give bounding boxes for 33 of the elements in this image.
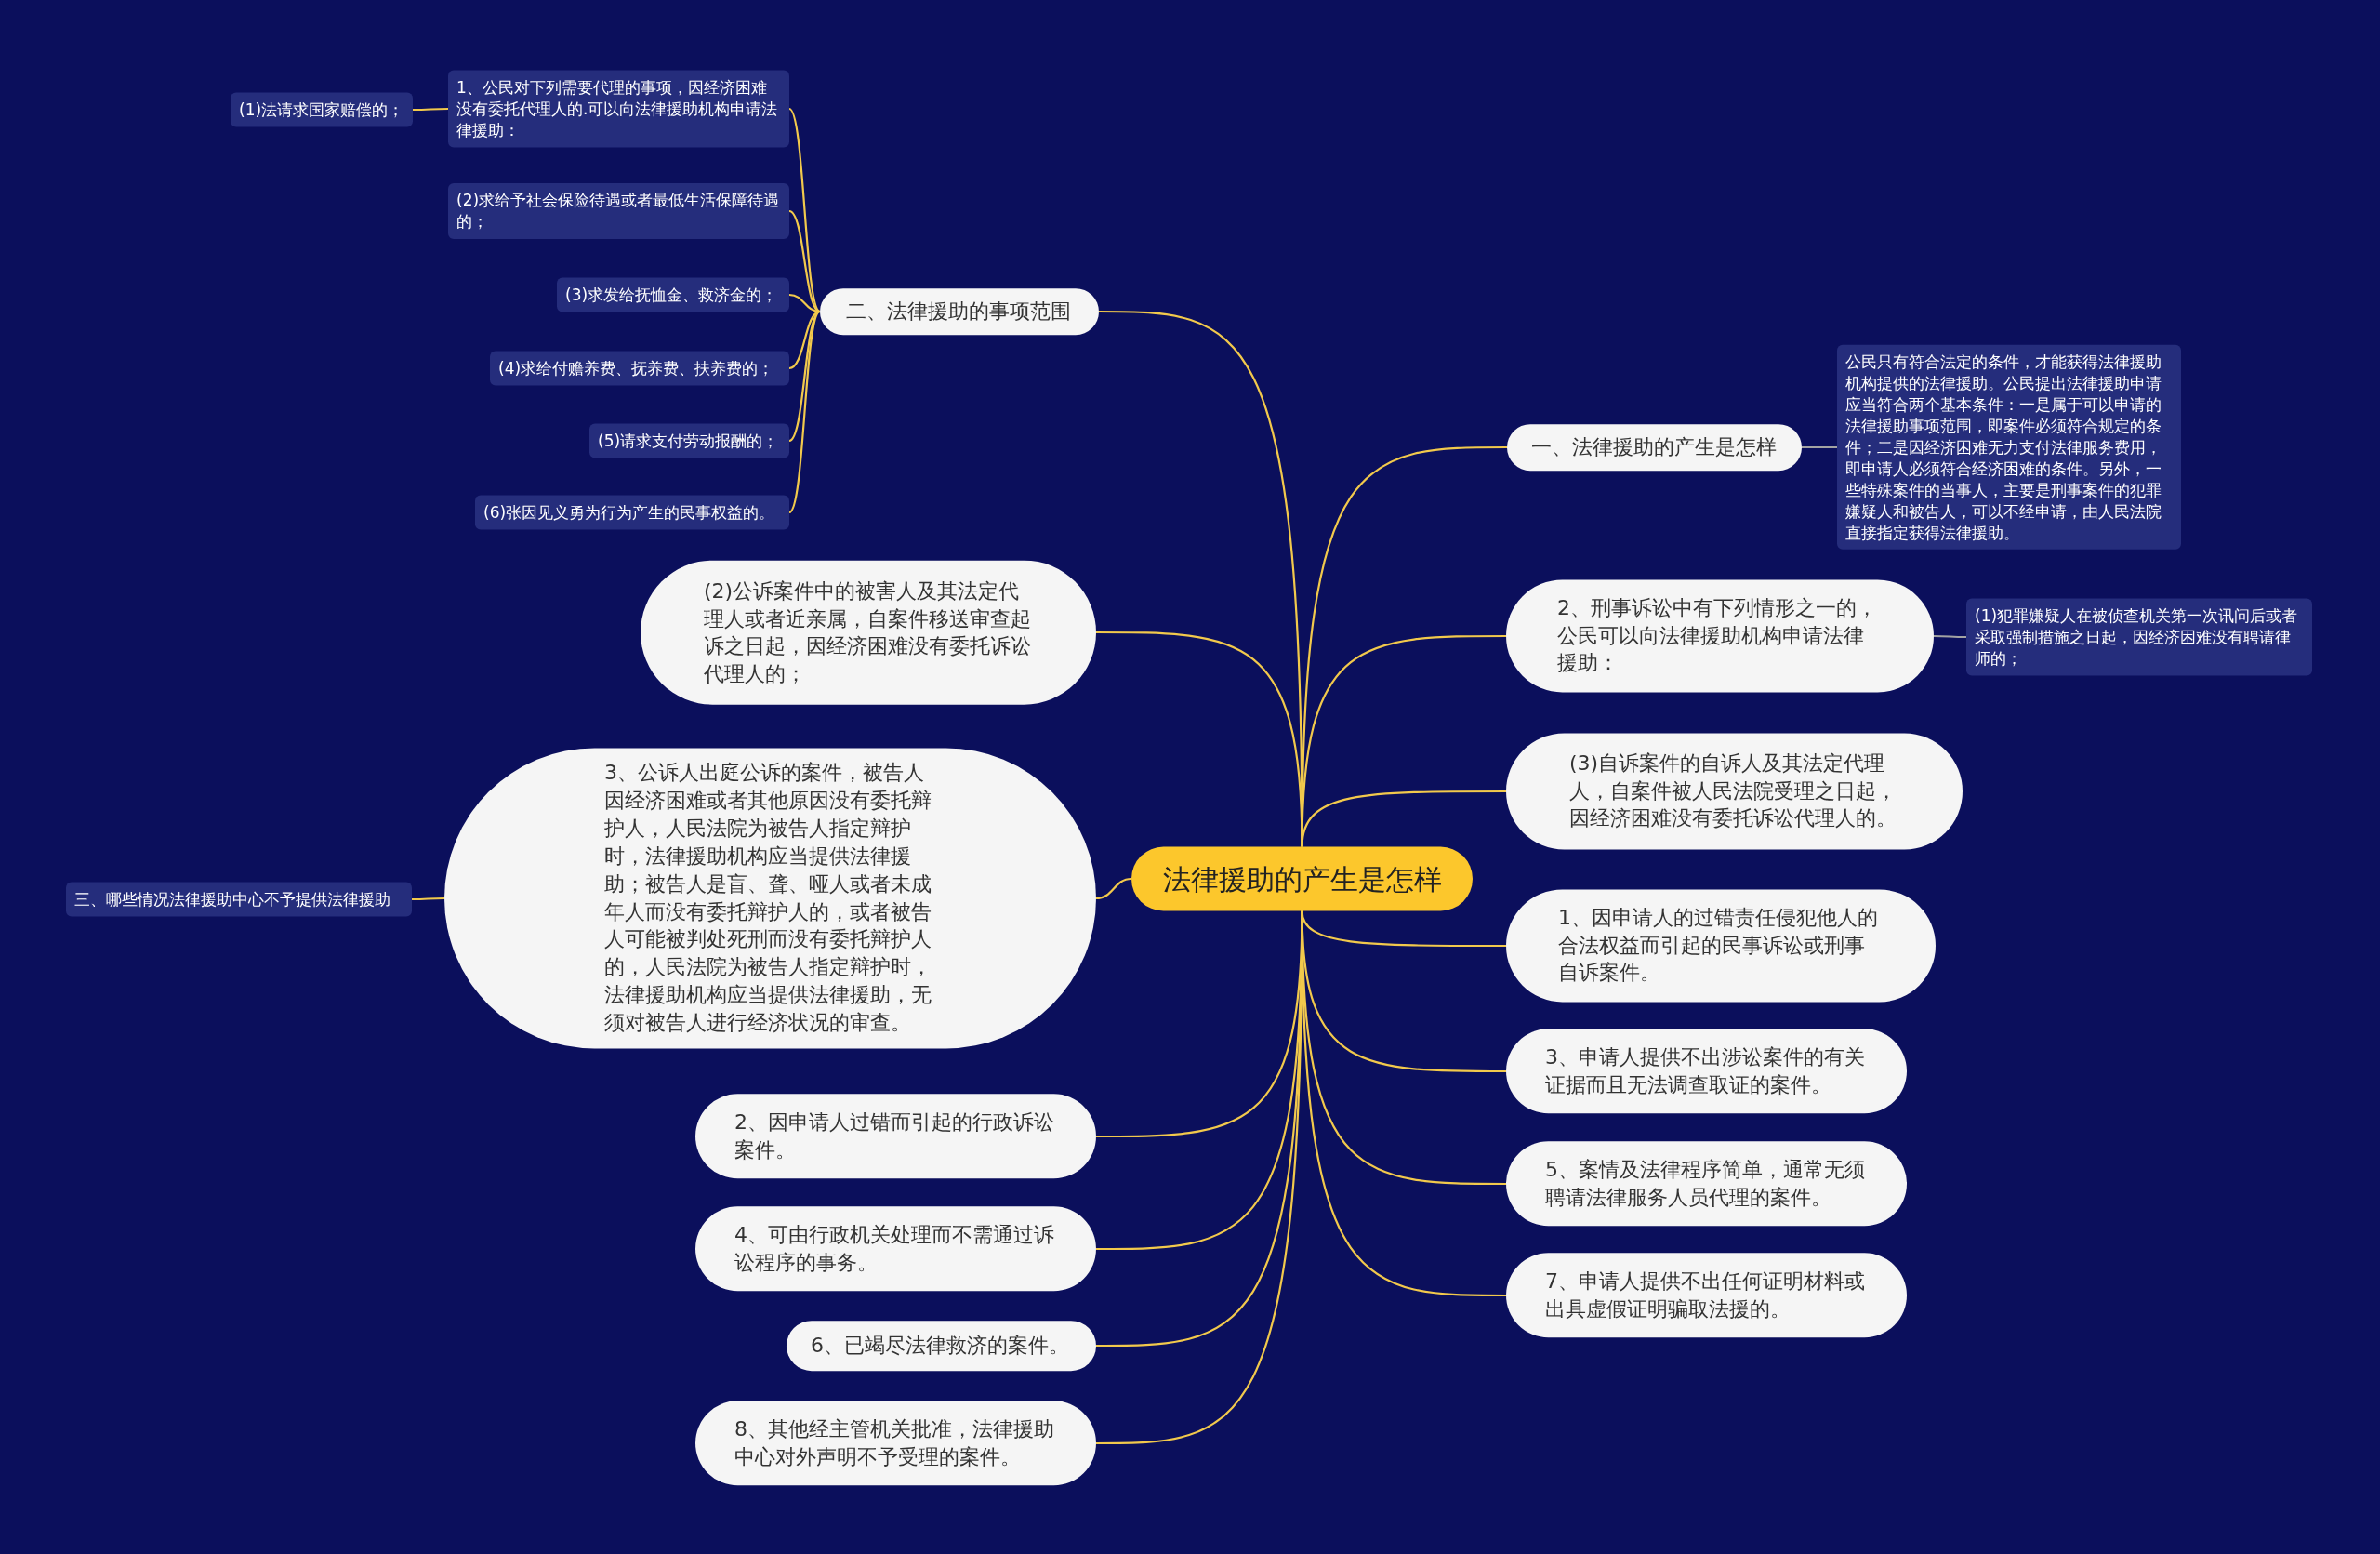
topic-pill: 一、法律援助的产生是怎样	[1507, 424, 1802, 471]
topic-pill: 5、案情及法律程序简单，通常无须聘请法律服务人员代理的案件。	[1506, 1141, 1907, 1227]
connector	[1095, 877, 1132, 900]
topic-pill: 6、已竭尽法律救济的案件。	[787, 1321, 1096, 1371]
connector	[1934, 634, 1966, 639]
note-box: (6)张因见义勇为行为产生的民事权益的。	[475, 495, 789, 530]
note-box: (5)请求支付劳动报酬的；	[589, 423, 789, 458]
topic-pill: 4、可由行政机关处理而不需通过诉讼程序的事务。	[695, 1206, 1096, 1292]
connector	[1802, 445, 1837, 449]
connector	[412, 897, 444, 901]
note-box: (4)求给付赡养费、抚养费、扶养费的；	[490, 351, 789, 386]
topic-pill: 3、申请人提供不出涉讼案件的有关证据而且无法调查取证的案件。	[1506, 1029, 1907, 1114]
topic-pill: 2、因申请人过错而引起的行政诉讼案件。	[695, 1094, 1096, 1179]
topic-pill: 2、刑事诉讼中有下列情形之一的，公民可以向法律援助机构申请法律援助：	[1506, 579, 1934, 693]
note-box: (2)求给予社会保险待遇或者最低生活保障待遇的；	[448, 183, 789, 239]
connector	[788, 311, 821, 513]
note-box: (3)求发给抚恤金、救济金的；	[557, 277, 789, 312]
note-box: 三、哪些情况法律援助中心不予提供法律援助	[66, 882, 412, 917]
central-topic: 法律援助的产生是怎样	[1131, 846, 1473, 911]
connector	[788, 210, 821, 312]
connector	[788, 108, 821, 312]
note-box: 1、公民对下列需要代理的事项，因经济困难没有委托代理人的.可以向法律援助机构申请法律援助：	[448, 70, 789, 148]
topic-pill: 7、申请人提供不出任何证明材料或出具虚假证明骗取法援的。	[1506, 1253, 1907, 1338]
connector	[1301, 790, 1506, 847]
topic-pill: (2)公诉案件中的被害人及其法定代理人或者近亲属，自案件移送审查起诉之日起，因经济困难没有委托诉讼代理人的；	[641, 560, 1096, 705]
topic-pill: (3)自诉案件的自诉人及其法定代理人，自案件被人民法院受理之日起，因经济困难没有委托诉讼代理人的。	[1506, 733, 1963, 850]
connector	[413, 107, 448, 112]
note-box: (1)法请求国家赔偿的；	[231, 92, 413, 127]
topic-pill: 1、因申请人的过错责任侵犯他人的合法权益而引起的民事诉讼或刑事自诉案件。	[1506, 889, 1936, 1003]
topic-pill: 二、法律援助的事项范围	[820, 288, 1099, 335]
note-box: (1)犯罪嫌疑人在被侦查机关第一次讯问后或者采取强制措施之日起，因经济困难没有聘请律师的；	[1966, 598, 2312, 676]
topic-pill: 8、其他经主管机关批准，法律援助中心对外声明不予受理的案件。	[695, 1401, 1096, 1486]
note-box: 公民只有符合法定的条件，才能获得法律援助机构提供的法律援助。公民提出法律援助申请应当符合两个基本条件：一是属于可以申请的法律援助事项范围，即案件必须符合规定的条件；二是因经济困难无力支付法律服务费用，即申请人必须符合经济困难的条件。另外，一些特殊案件的当事人，主要是刑事案件的犯罪嫌疑人和被告人，可以不经申请，由人民法院直接指定获得法律援助。	[1837, 344, 2181, 551]
